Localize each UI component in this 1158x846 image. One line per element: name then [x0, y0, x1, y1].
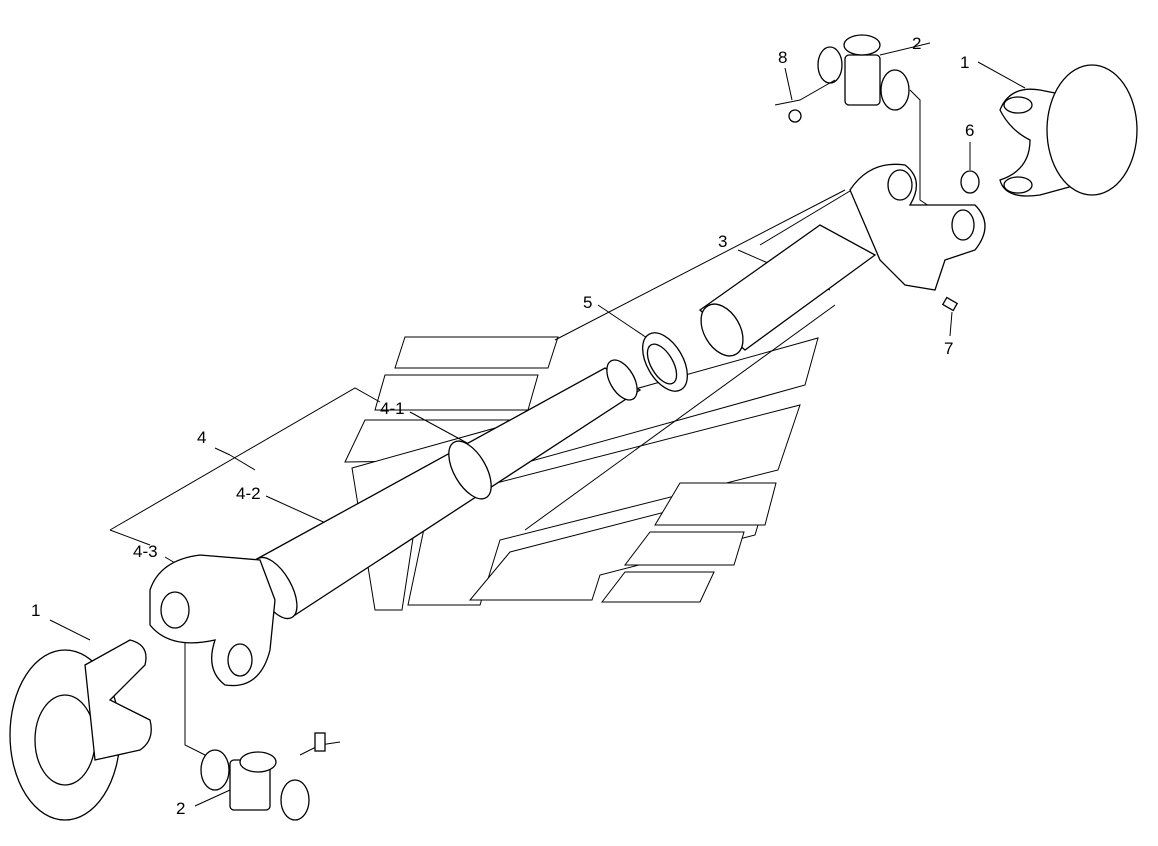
callout-1-bottom: 1 — [31, 601, 41, 620]
nut-bore — [646, 343, 678, 385]
callout-4-2: 4-2 — [236, 484, 261, 503]
ring — [960, 170, 980, 194]
tube-yoke — [149, 554, 276, 687]
callout-3: 3 — [718, 232, 728, 251]
callout-6: 6 — [965, 121, 975, 140]
callout-8: 8 — [778, 48, 788, 67]
callout-4-3: 4-3 — [133, 542, 158, 561]
callout-5: 5 — [583, 293, 593, 312]
plug — [941, 296, 959, 312]
callout-2-top: 2 — [912, 34, 922, 53]
callout-1-top: 1 — [960, 53, 970, 72]
callout-2-bottom: 2 — [176, 799, 186, 818]
watermark-logo — [344, 336, 819, 611]
flange-yoke-top — [999, 64, 1138, 197]
flange-yoke-bottom — [9, 639, 152, 821]
callout-4: 4 — [197, 428, 207, 447]
cross-top — [774, 34, 910, 123]
callout-7: 7 — [944, 339, 954, 358]
sleeve-yoke — [698, 163, 986, 357]
callout-4-1: 4-1 — [380, 399, 405, 418]
cross-bottom — [200, 732, 341, 821]
